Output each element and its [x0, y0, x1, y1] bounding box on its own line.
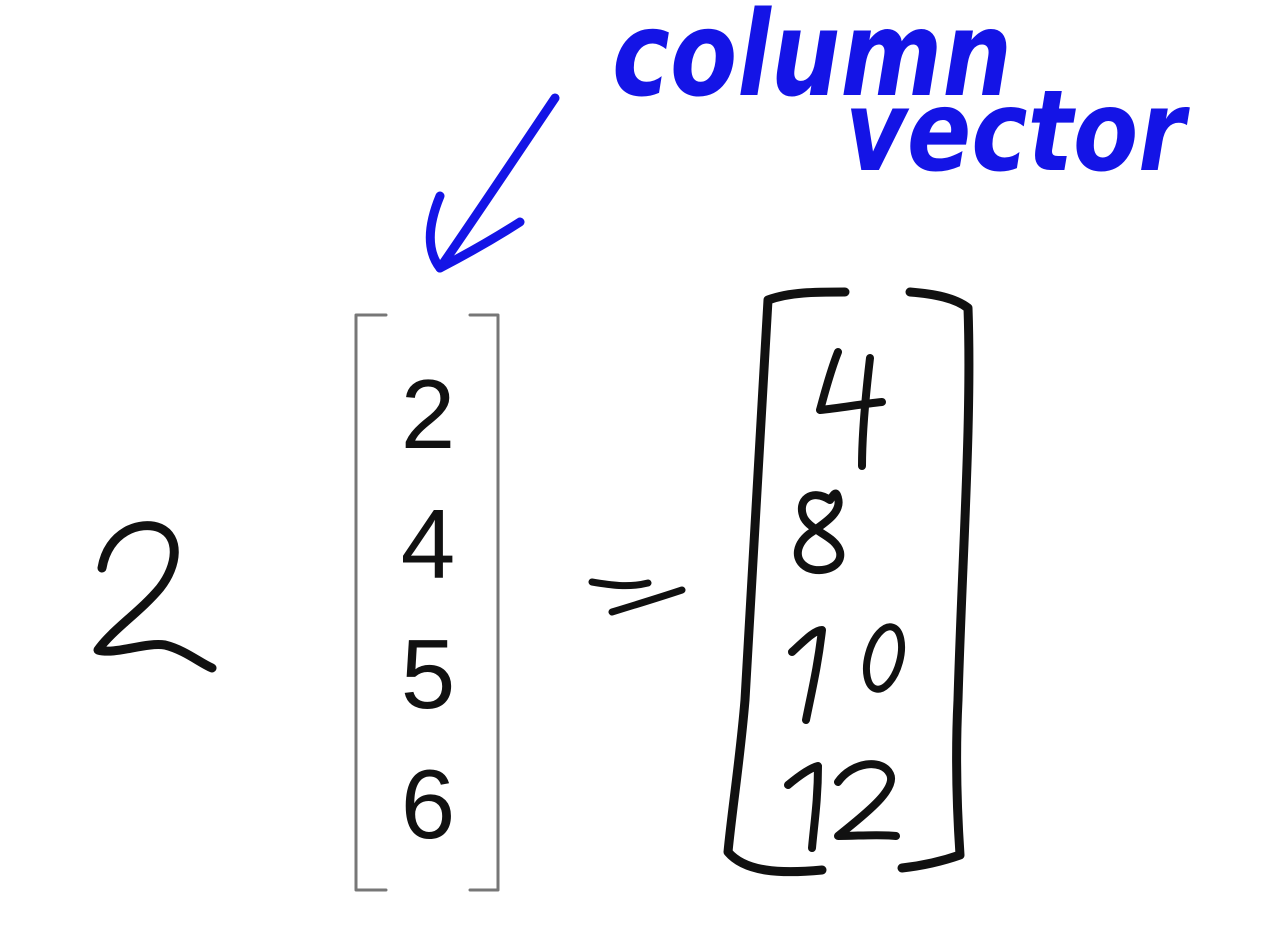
input-entry-4: 6 [401, 749, 456, 859]
input-left-bracket [354, 313, 388, 892]
input-entry-1: 2 [401, 359, 456, 469]
annotation-text: column vector [612, 0, 1191, 197]
scalar-2 [93, 521, 217, 673]
arrow-head-icon [425, 191, 525, 273]
input-entry-2: 4 [401, 489, 456, 599]
annotation-line-vector: vector [845, 67, 1191, 197]
result-left-bracket [723, 287, 850, 877]
input-entry-3: 5 [401, 619, 456, 729]
result-entry-2 [794, 489, 845, 575]
equals-sign [588, 578, 686, 616]
input-vector: 2 4 5 6 [354, 313, 500, 892]
result-vector [723, 287, 974, 877]
annotation-arrow [425, 93, 560, 273]
result-right-bracket [897, 287, 974, 873]
annotation-line-column: column [612, 0, 1012, 123]
result-entry-4 [784, 760, 900, 852]
result-entry-1 [816, 348, 886, 470]
result-entry-3 [788, 623, 906, 724]
input-right-bracket [468, 313, 500, 892]
